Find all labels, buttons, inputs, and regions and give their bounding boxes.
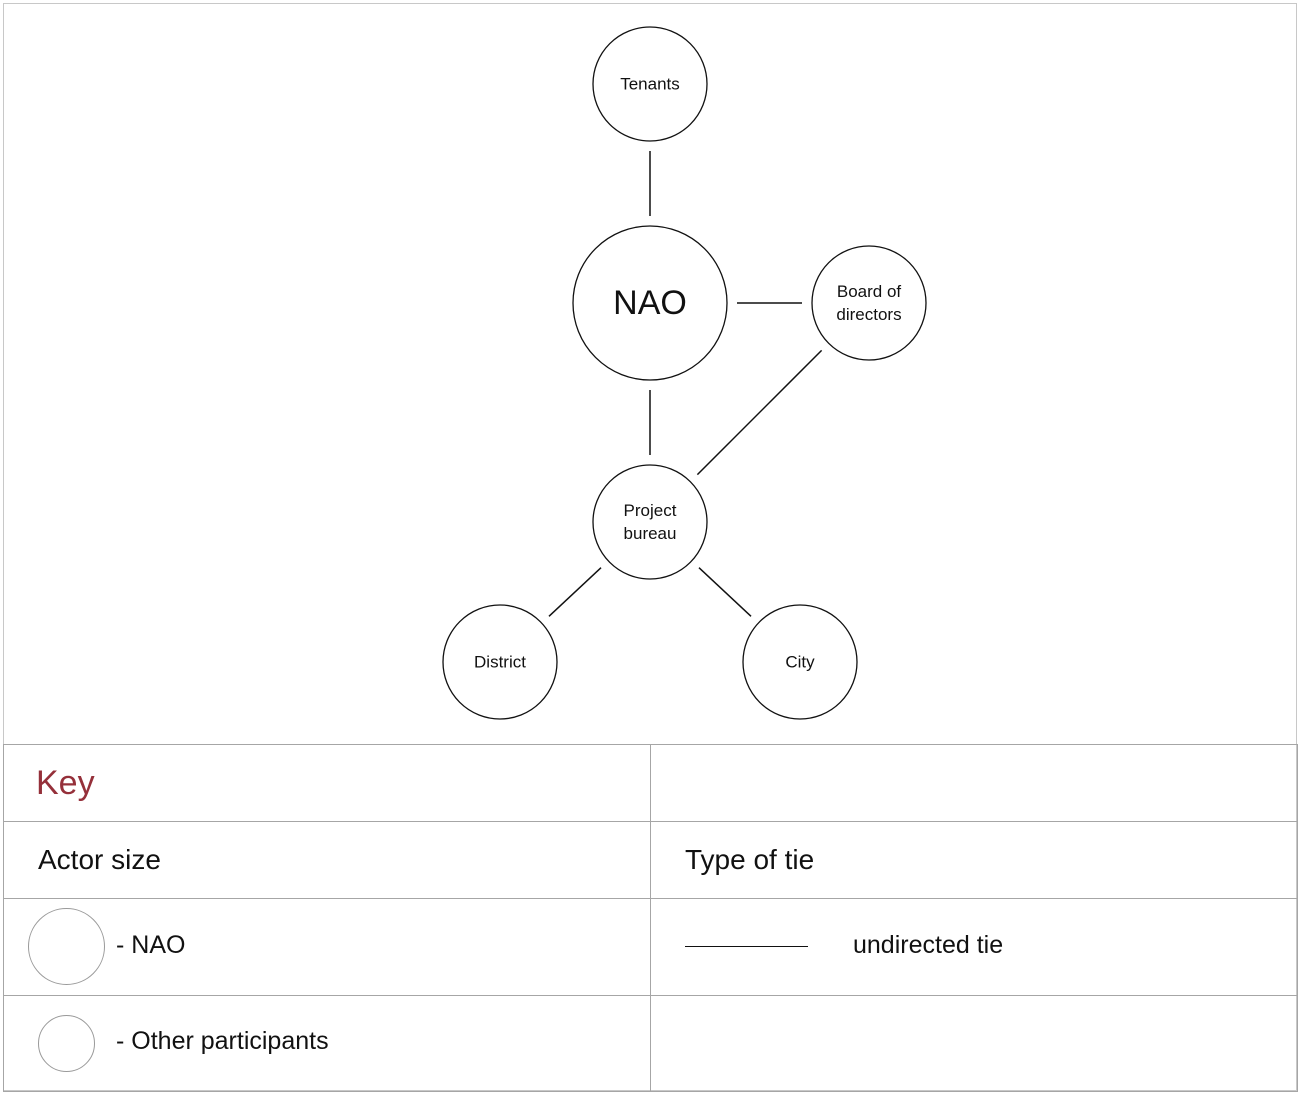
node-circle-tenants <box>592 26 708 142</box>
node-city: City <box>742 604 858 720</box>
actor-size-header: Actor size <box>38 844 161 875</box>
node-label-district: District <box>474 653 526 672</box>
other-size-circle <box>38 1015 95 1072</box>
other-size-label: - Other participants <box>116 1027 329 1055</box>
node-circle-board <box>811 245 927 361</box>
key-table: Key Actor size Type of tie - NAO undirec… <box>3 744 1298 1092</box>
node-tenants: Tenants <box>592 26 708 142</box>
node-circle-nao <box>572 225 728 381</box>
tie-project-city <box>698 567 752 617</box>
key-row: Key <box>3 744 1298 822</box>
legend-header-row: Actor size Type of tie <box>3 821 1298 899</box>
legend-row-nao: - NAO undirected tie <box>3 898 1298 996</box>
node-district: District <box>442 604 558 720</box>
empty-cell <box>650 995 1298 1092</box>
undirected-tie-label: undirected tie <box>853 931 1004 959</box>
undirected-tie-line <box>685 946 808 947</box>
node-label-nao: NAO <box>613 284 687 322</box>
node-label-tenants: Tenants <box>620 75 680 94</box>
node-label-project: Project <box>624 501 677 520</box>
empty-cell <box>650 744 1298 822</box>
node-circle-city <box>742 604 858 720</box>
node-nao: NAO <box>572 225 728 381</box>
legend-row-other: - Other participants <box>3 995 1298 1092</box>
node-project: Project bureau <box>592 464 708 580</box>
node-circle-district <box>442 604 558 720</box>
tie-project-district <box>548 567 602 617</box>
node-label-project: bureau <box>624 524 677 543</box>
node-board: Board of directors <box>811 245 927 361</box>
node-label-city: City <box>785 653 815 672</box>
node-label-board: Board of <box>837 282 902 301</box>
key-title: Key <box>36 763 95 802</box>
node-label-board: directors <box>836 305 901 324</box>
nao-size-label: - NAO <box>116 931 186 959</box>
tie-board-project <box>696 349 823 476</box>
nao-size-circle <box>28 908 105 985</box>
tie-type-header: Type of tie <box>685 844 815 875</box>
node-circle-project <box>592 464 708 580</box>
